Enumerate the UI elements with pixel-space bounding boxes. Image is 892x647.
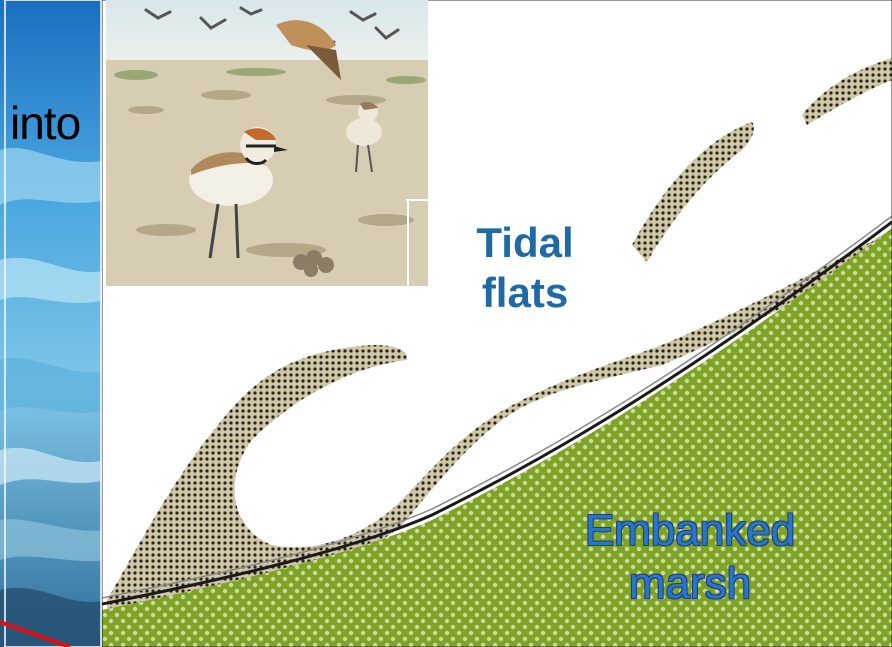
embanked-marsh-label-line1: Embanked	[530, 505, 850, 558]
tidal-flats-label: Tidal flats	[440, 218, 610, 319]
embanked-marsh-label: Embanked marsh	[530, 505, 850, 611]
tidal-flats-label-line1: Tidal	[440, 218, 610, 268]
heading-fragment: into	[10, 96, 80, 150]
tidal-flats-label-line2: flats	[440, 268, 610, 318]
plover-bird-illustration	[106, 0, 428, 286]
embanked-marsh-label-line2: marsh	[530, 558, 850, 611]
